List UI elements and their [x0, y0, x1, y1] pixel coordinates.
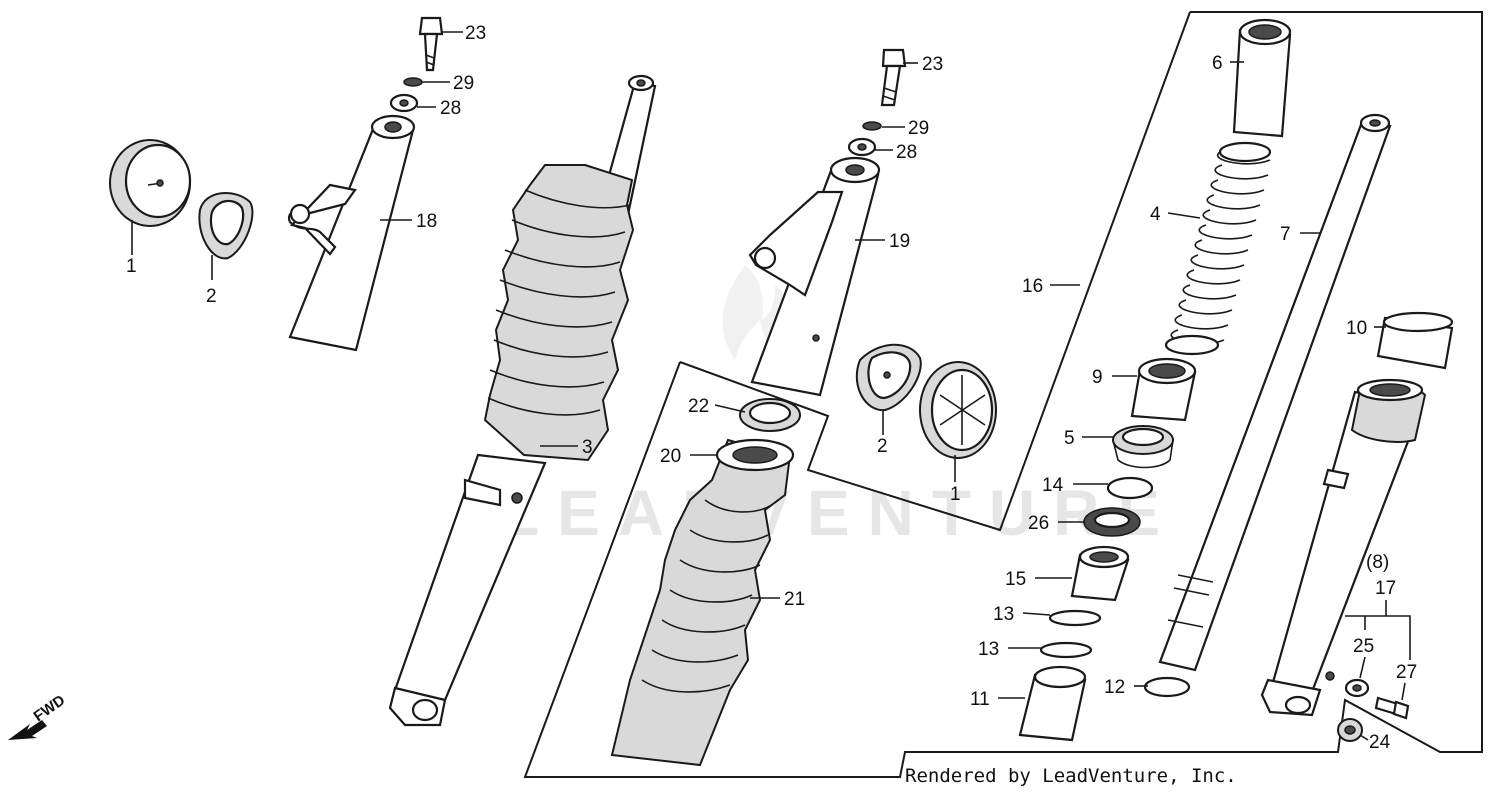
callout-2-left: 2 — [206, 286, 217, 307]
shock-absorber-3 — [388, 74, 657, 727]
fwd-label: FWD — [31, 692, 69, 726]
callout-10: 10 — [1346, 318, 1367, 339]
washer-29-center — [862, 121, 882, 131]
ring-5 — [1112, 425, 1174, 469]
callout-7: 7 — [1280, 224, 1291, 245]
fork-top-tube-18 — [287, 114, 416, 352]
callout-8: (8) — [1366, 552, 1389, 573]
watermark-text: LEADVENTURE — [500, 477, 1178, 549]
dust-seal-10 — [1376, 311, 1454, 370]
bolt-23-left — [418, 16, 444, 72]
bushing-11 — [1018, 665, 1087, 742]
callout-1-left: 1 — [126, 256, 137, 277]
bolt-23-center — [880, 48, 907, 107]
callout-3: 3 — [582, 437, 593, 458]
clip-12 — [1143, 676, 1191, 698]
fork-inner-tube-7 — [1158, 113, 1392, 672]
callout-9: 9 — [1092, 367, 1103, 388]
washer-25 — [1344, 678, 1370, 698]
forward-arrow-icon — [8, 720, 47, 740]
credit-text: Rendered by LeadVenture, Inc. — [905, 765, 1237, 787]
callout-18: 18 — [416, 211, 437, 232]
callout-21: 21 — [784, 589, 805, 610]
leader-lines — [131, 31, 1411, 741]
callout-19: 19 — [889, 231, 910, 252]
callout-20: 20 — [660, 446, 681, 467]
callout-6: 6 — [1212, 53, 1223, 74]
cap-1-left — [109, 139, 192, 227]
callout-2-center: 2 — [877, 436, 888, 457]
callout-1-center: 1 — [950, 484, 961, 505]
callout-11: 11 — [970, 689, 990, 710]
callout-28-center: 28 — [896, 142, 917, 163]
callout-16: 16 — [1022, 276, 1043, 297]
callout-17: 17 — [1375, 578, 1396, 599]
cap-1-center — [919, 361, 997, 459]
callout-4: 4 — [1150, 204, 1161, 225]
callout-12: 12 — [1104, 677, 1125, 698]
callout-13-lower: 13 — [978, 639, 999, 660]
callout-29-left: 29 — [453, 73, 474, 94]
callout-29-center: 29 — [908, 118, 929, 139]
callout-5: 5 — [1064, 428, 1075, 449]
outline-frame-center — [679, 11, 1191, 532]
seal-26 — [1083, 507, 1141, 537]
nut-24 — [1337, 718, 1363, 742]
fork-boot-20-21 — [610, 438, 795, 767]
spacer-6 — [1232, 18, 1292, 138]
callout-26: 26 — [1028, 513, 1049, 534]
clip-13-upper — [1048, 609, 1102, 627]
washer-29-left — [403, 77, 423, 87]
clip-13-lower — [1039, 641, 1093, 659]
callout-23-left: 23 — [465, 23, 486, 44]
callout-labels: 23 29 28 18 1 2 3 23 29 28 19 22 20 21 2… — [126, 23, 1417, 753]
fork-top-tube-19 — [748, 156, 881, 397]
callout-14: 14 — [1042, 475, 1064, 496]
cap-2-left — [198, 191, 254, 260]
callout-13-upper: 13 — [993, 604, 1014, 625]
fork-spring-4 — [1164, 141, 1272, 356]
fork-slider-8 — [1260, 378, 1427, 717]
clip-14 — [1106, 476, 1154, 500]
callout-28-left: 28 — [440, 98, 461, 119]
bolt-27 — [1374, 696, 1410, 720]
callout-22: 22 — [688, 396, 709, 417]
bushing-15 — [1070, 545, 1130, 602]
collar-9 — [1130, 357, 1197, 422]
callout-27: 27 — [1396, 662, 1417, 683]
callout-24: 24 — [1369, 732, 1391, 753]
callout-23-center: 23 — [922, 54, 943, 75]
ring-22 — [739, 398, 801, 432]
cap-2-center — [855, 343, 922, 412]
callout-15: 15 — [1005, 569, 1026, 590]
callout-25: 25 — [1353, 636, 1374, 657]
